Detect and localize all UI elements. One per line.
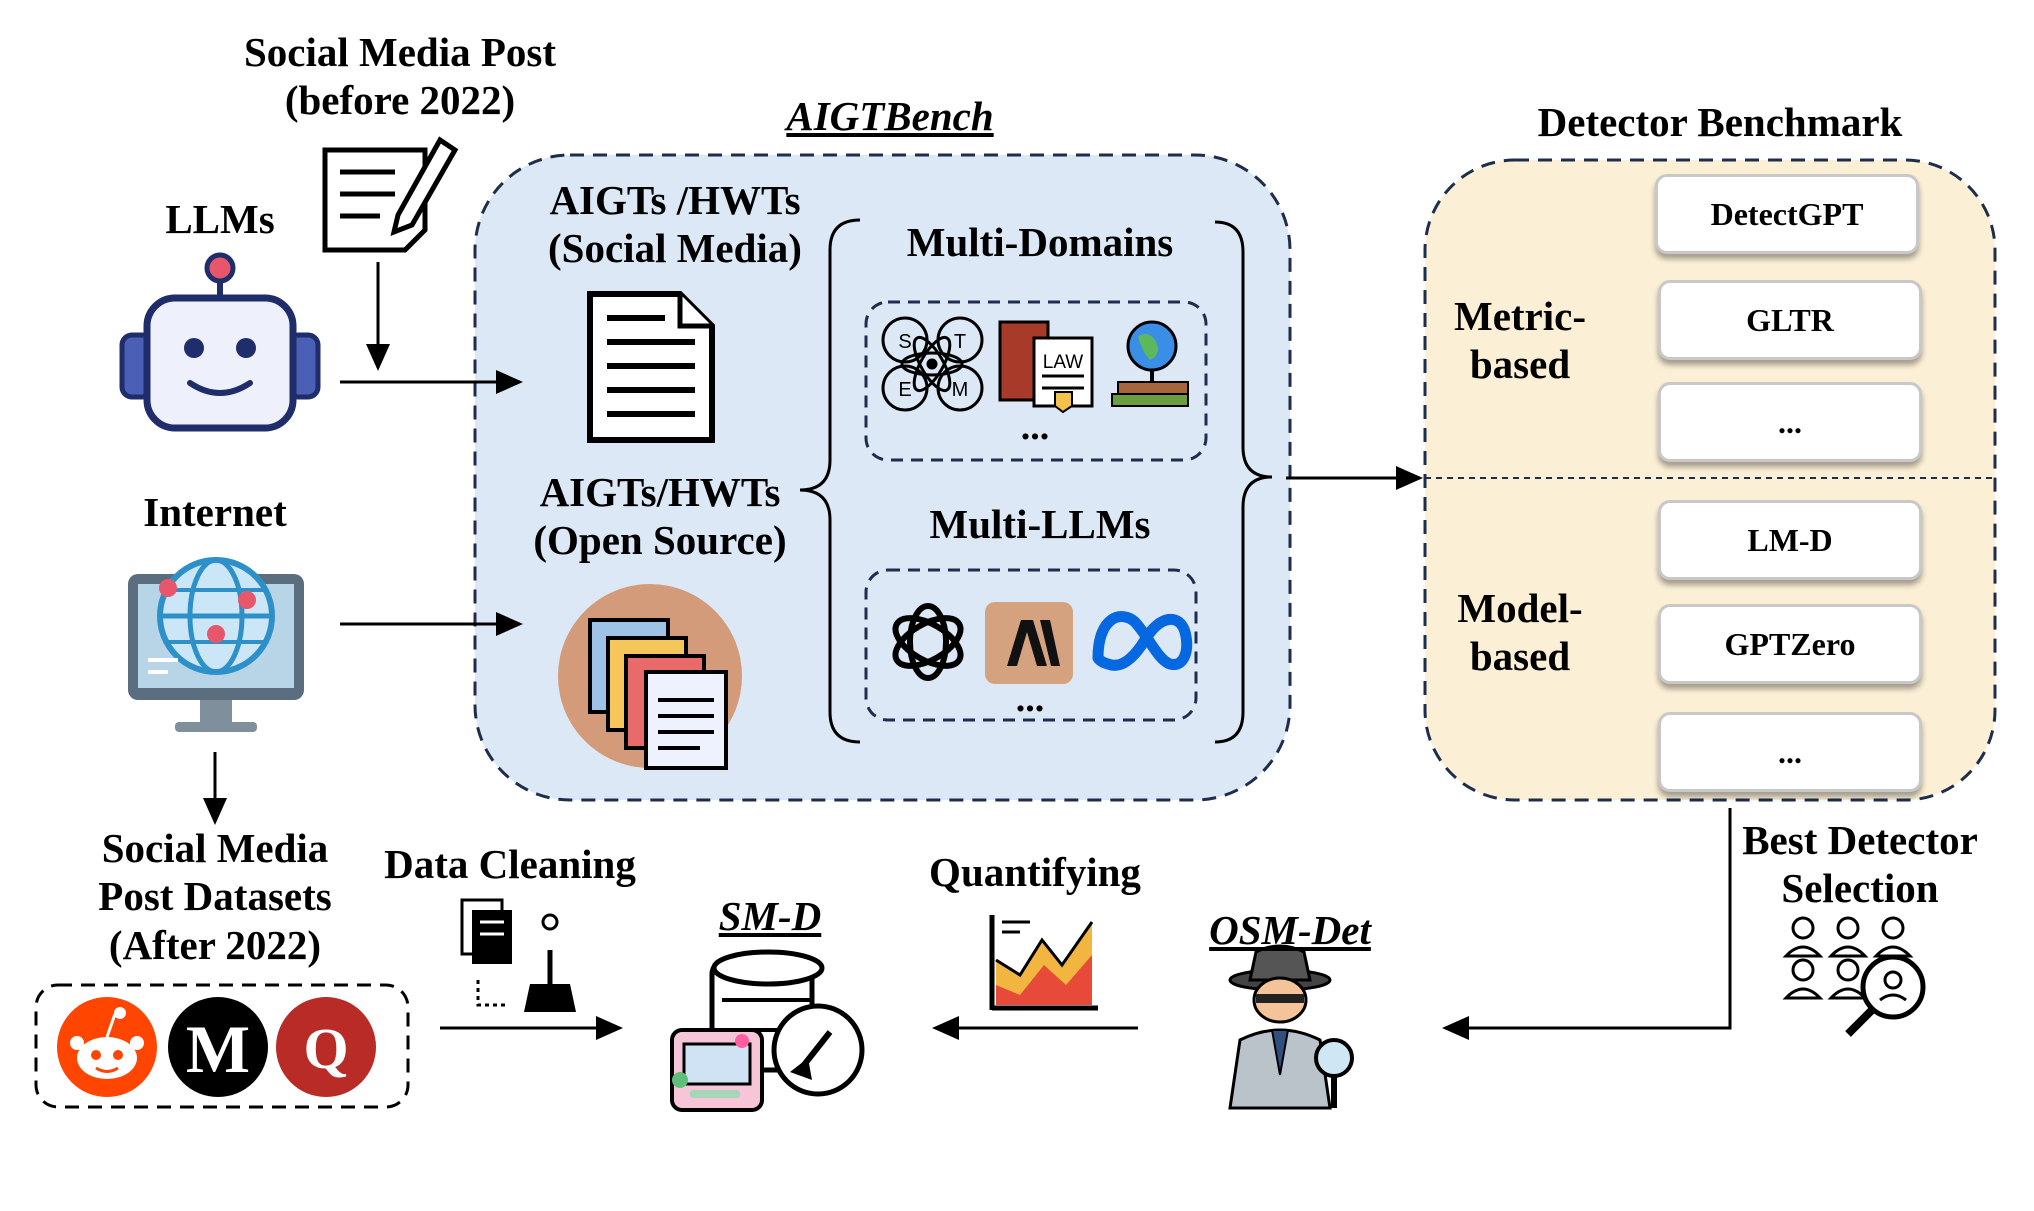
best-detector-selection-icon: [1782, 916, 1926, 1037]
anthropic-icon: [985, 602, 1073, 684]
detector-model-more: ...: [1658, 712, 1922, 792]
open-source-files-icon: [558, 584, 742, 770]
medium-icon: M: [168, 997, 268, 1097]
aigtbench-title: AIGTBench: [786, 93, 994, 139]
law-book-icon: LAW: [998, 320, 1094, 414]
smd-database-icon: [670, 949, 865, 1112]
llms-ellipsis: ...: [1015, 678, 1045, 720]
aigt-open-label: AIGTs/HWTs(Open Source): [533, 469, 787, 564]
detector-lmd: LM-D: [1658, 500, 1922, 580]
detector-benchmark-panel: [1423, 158, 1997, 802]
llms-label: LLMs: [165, 196, 275, 242]
svg-text:LAW: LAW: [1043, 352, 1084, 373]
detector-metric-more: ...: [1658, 382, 1922, 462]
platforms-box: [34, 983, 410, 1109]
smd-label: SM-D: [718, 893, 822, 939]
robot-icon: [119, 252, 321, 432]
detector-gptzero: GPTZero: [1658, 604, 1922, 684]
quantifying-chart-icon: [989, 915, 1098, 1011]
left-brace: [799, 218, 861, 744]
openai-icon: [892, 603, 964, 681]
aigt-social-label: AIGTs /HWTs(Social Media): [548, 177, 802, 272]
domains-box: [864, 300, 1208, 462]
osm-det-label: OSM-Det: [1209, 907, 1371, 953]
svg-text:T: T: [954, 331, 966, 353]
internet-computer-icon: [128, 557, 304, 732]
arrow-best-to-osmdet: [1442, 808, 1732, 1040]
data-cleaning-label: Data Cleaning: [384, 841, 636, 887]
detector-gltr: GLTR: [1658, 280, 1922, 360]
quora-icon: Q: [276, 997, 376, 1097]
metric-based-label: Metric-based: [1454, 293, 1586, 388]
internet-label: Internet: [143, 489, 287, 535]
write-post-icon: [322, 136, 459, 253]
svg-text:Q: Q: [303, 1016, 348, 1081]
right-brace: [1214, 220, 1273, 744]
svg-text:S: S: [898, 331, 911, 353]
stem-icon: [881, 316, 984, 412]
llms-box: [864, 568, 1198, 722]
detective-icon: [1228, 944, 1354, 1110]
detector-detectgpt: DetectGPT: [1655, 174, 1919, 254]
data-cleaning-icon: [460, 898, 576, 1012]
document-icon: [587, 291, 715, 443]
svg-text:E: E: [898, 379, 911, 401]
multi-llms-label: Multi-LLMs: [929, 501, 1151, 547]
svg-text:M: M: [186, 1011, 250, 1087]
domains-ellipsis: ...: [1020, 406, 1050, 448]
svg-text:M: M: [952, 379, 969, 401]
model-based-label: Model-based: [1457, 585, 1583, 680]
globe-books-icon: [1111, 320, 1189, 407]
meta-icon: [1092, 611, 1193, 671]
reddit-icon: [57, 997, 157, 1097]
detector-benchmark-title: Detector Benchmark: [1537, 99, 1903, 145]
social-post-before-label: Social Media Post(before 2022): [243, 29, 557, 124]
quantifying-label: Quantifying: [929, 849, 1141, 895]
multi-domains-label: Multi-Domains: [906, 219, 1174, 265]
stem-letters: S T E M: [898, 331, 968, 401]
